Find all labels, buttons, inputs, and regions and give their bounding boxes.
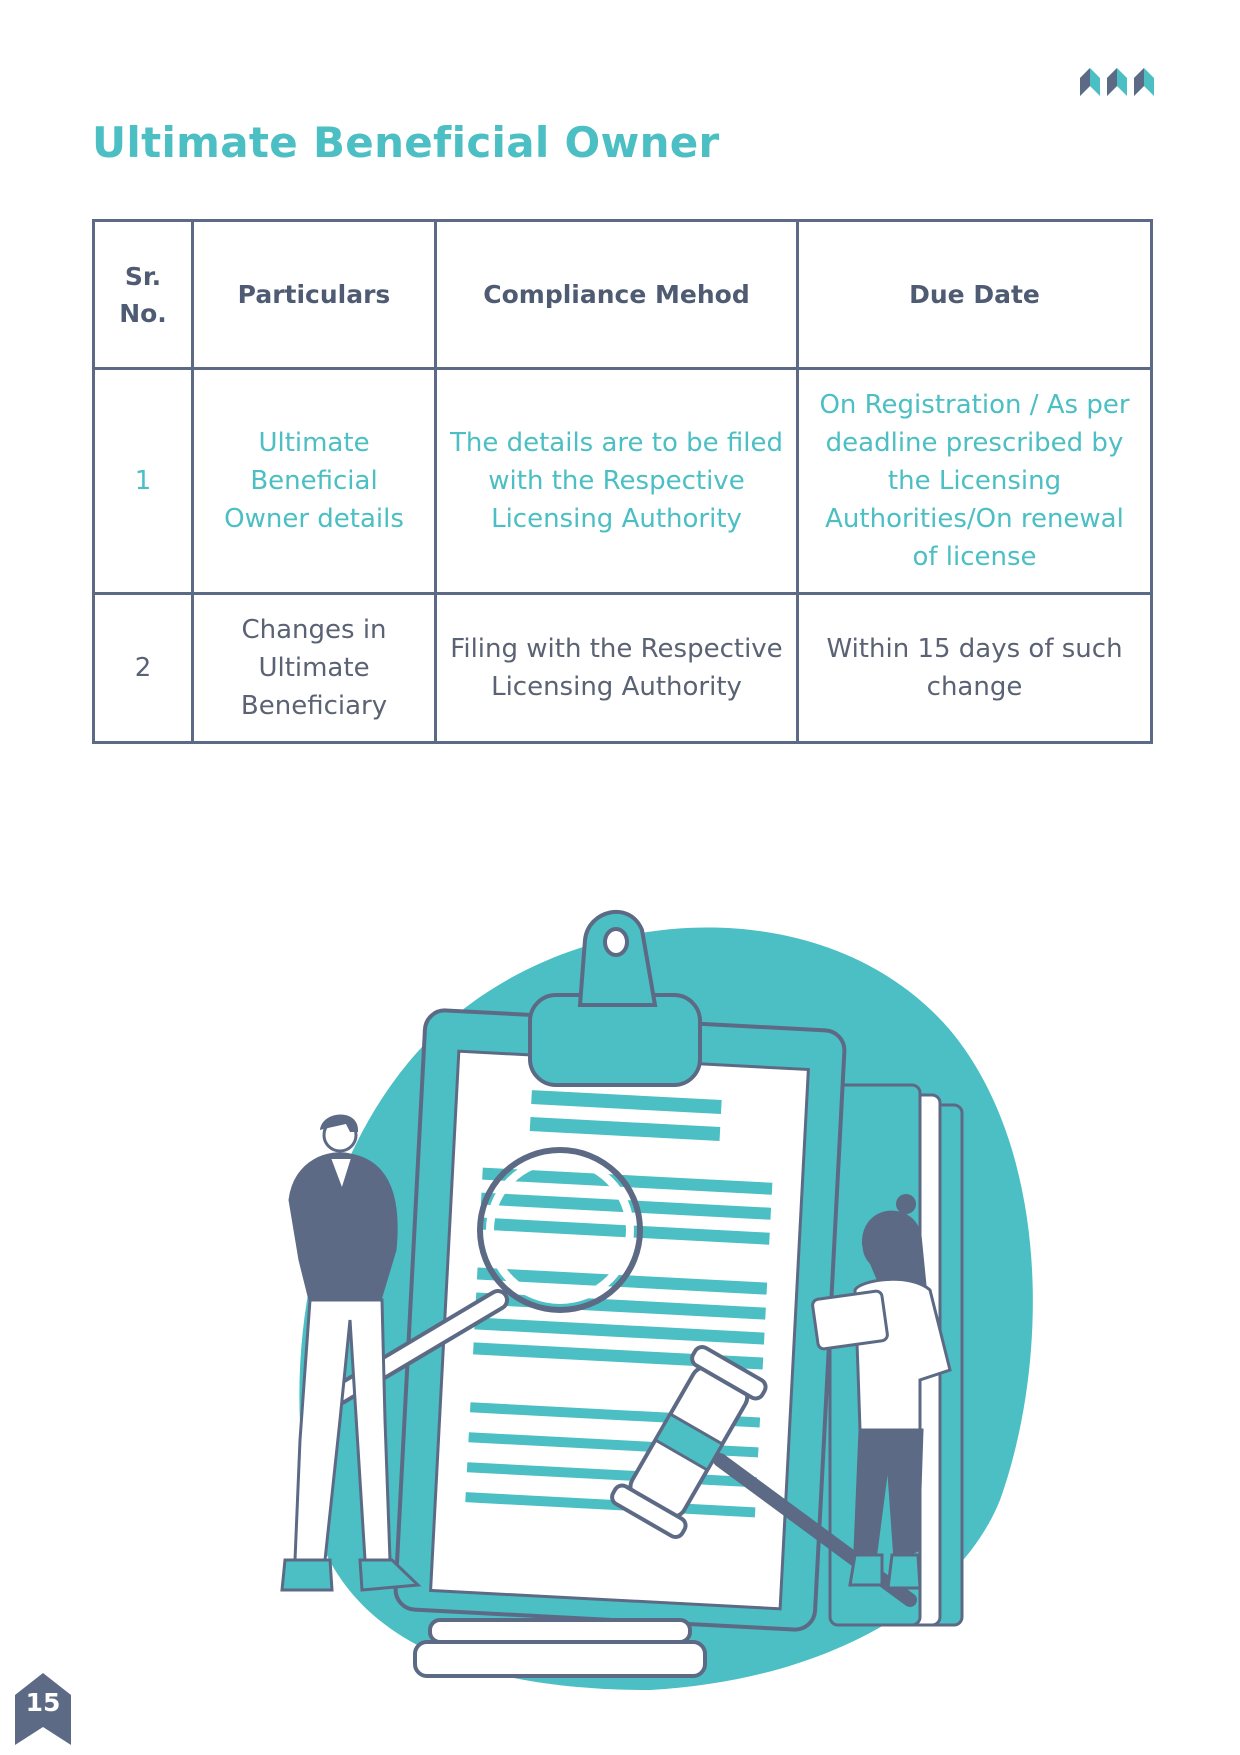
- page-badge-icon: [15, 1673, 71, 1745]
- cell-sr-no: 1: [92, 367, 194, 595]
- column-header-due-date: Due Date: [796, 219, 1153, 370]
- compliance-table: Sr. No. Particulars Compliance Mehod Due…: [92, 219, 1153, 744]
- compliance-illustration: [280, 910, 1033, 1690]
- cell-due-date: On Registration / As per deadline prescr…: [796, 367, 1153, 595]
- column-header-compliance-method: Compliance Mehod: [434, 219, 799, 370]
- cell-particulars: Ultimate Beneficial Owner details: [191, 367, 437, 595]
- cell-compliance-method: The details are to be filed with the Res…: [434, 367, 799, 595]
- cell-due-date: Within 15 days of such change: [796, 592, 1153, 744]
- cell-sr-no: 2: [92, 592, 194, 744]
- table-row: 2 Changes in Ultimate Beneficiary Filing…: [92, 592, 1153, 744]
- table-row: 1 Ultimate Beneficial Owner details The …: [92, 367, 1153, 595]
- page-title: Ultimate Beneficial Owner: [92, 118, 720, 167]
- column-header-sr-no: Sr. No.: [92, 219, 194, 370]
- brand-chevrons-icon: [1080, 68, 1154, 96]
- cell-compliance-method: Filing with the Respective Licensing Aut…: [434, 592, 799, 744]
- column-header-particulars: Particulars: [191, 219, 437, 370]
- page-number: 15: [25, 1688, 61, 1717]
- cell-particulars: Changes in Ultimate Beneficiary: [191, 592, 437, 744]
- table-header-row: Sr. No. Particulars Compliance Mehod Due…: [92, 219, 1153, 370]
